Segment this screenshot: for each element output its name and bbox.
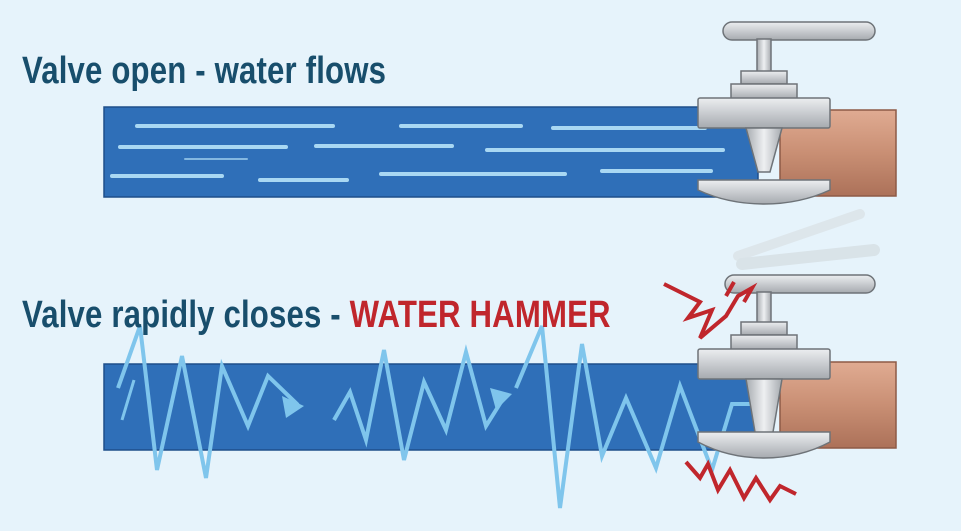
water-flow-streaks [110, 124, 725, 182]
gate-valve-closed-icon [697, 274, 876, 459]
gate-valve-icon [697, 21, 876, 205]
closed-valve-scene [103, 209, 897, 509]
open-valve-scene [103, 21, 897, 205]
closed-valve-caption-lead: Valve rapidly closes - [22, 294, 350, 336]
open-valve-caption: Valve open - water flows [22, 50, 387, 92]
water-pipe-bottom [103, 363, 759, 451]
water-hammer-label: WATER HAMMER [349, 294, 611, 336]
impact-burst-icon [663, 281, 797, 504]
handle-motion-blur [733, 209, 880, 270]
shock-wave-arrowheads [282, 388, 512, 418]
closed-valve-caption: Valve rapidly closes - WATER HAMMER [22, 294, 611, 337]
